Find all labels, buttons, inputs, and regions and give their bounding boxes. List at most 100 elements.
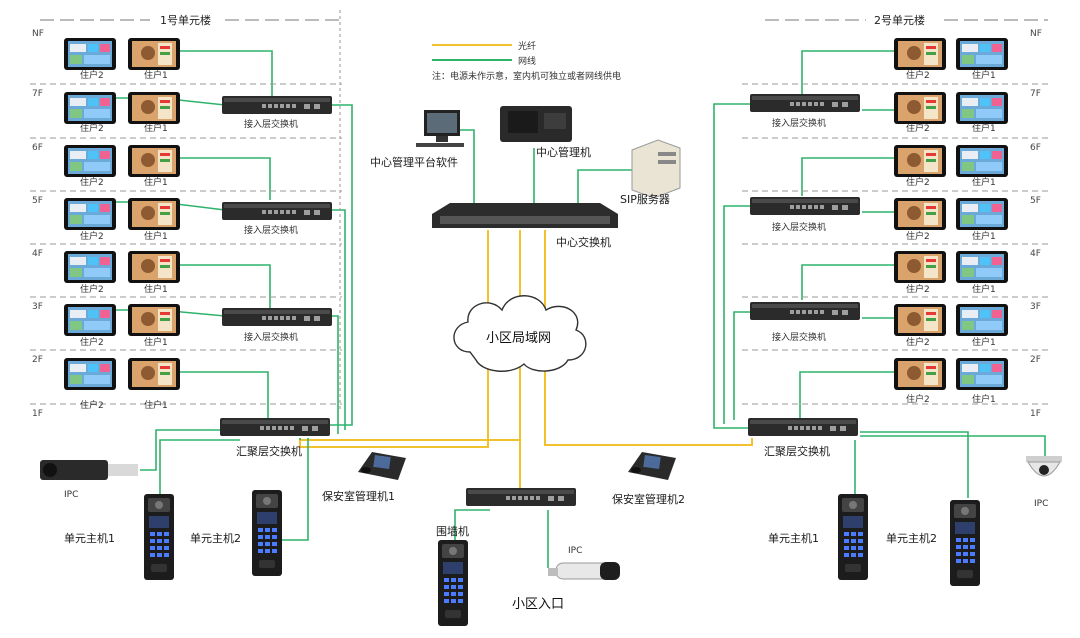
sip-server-icon [631, 139, 681, 199]
resident-label: 住户1 [972, 283, 996, 295]
dome-camera-icon [1026, 456, 1062, 477]
access-switch-label: 接入层交换机 [244, 331, 298, 343]
ipc-camera-icon [40, 460, 138, 480]
access-switch [222, 308, 332, 326]
ipc-label: IPC [64, 490, 78, 500]
indoor-monitor [128, 251, 180, 283]
resident-label: 住户2 [906, 176, 930, 188]
guard-console-1-label: 保安室管理机1 [322, 489, 395, 503]
aggregation-switch-label: 汇聚层交换机 [764, 444, 830, 458]
center-area: 中心管理平台软件 中心管理机 SIP服务器 中心交换机 小区局域网 保安室管理机… [322, 106, 685, 626]
entrance-ipc-label: IPC [568, 546, 582, 556]
lan-label: 小区局域网 [486, 331, 551, 346]
unit-host-1 [144, 494, 174, 580]
floor-label: 6F [32, 143, 43, 153]
center-manager-icon [500, 106, 572, 142]
unit-host-1-label: 单元主机1 [768, 531, 819, 545]
entrance-label: 小区入口 [512, 597, 564, 612]
resident-label: 住户1 [144, 336, 168, 348]
floor-label: 5F [32, 196, 43, 206]
indoor-monitor [956, 251, 1008, 283]
floor-label: 4F [1030, 249, 1041, 259]
indoor-monitor [956, 145, 1008, 177]
indoor-monitor [894, 304, 946, 336]
indoor-monitor [128, 304, 180, 336]
unit-host-2-label: 单元主机2 [190, 531, 241, 545]
ipc-camera-icon [548, 562, 620, 580]
floor-label: 3F [32, 302, 43, 312]
resident-label: 住户1 [972, 393, 996, 405]
resident-label: 住户2 [80, 399, 104, 411]
platform-label: 中心管理平台软件 [370, 155, 458, 169]
indoor-monitor [894, 251, 946, 283]
computer-icon [416, 110, 464, 147]
unit-host-1-label: 单元主机1 [64, 531, 115, 545]
resident-label: 住户1 [144, 283, 168, 295]
legend-note: 注：电源未作示意，室内机可独立或者网线供电 [432, 70, 621, 82]
sip-server-label: SIP服务器 [620, 193, 670, 206]
resident-label: 住户2 [906, 393, 930, 405]
unit-host-1 [838, 494, 868, 580]
resident-label: 住户2 [80, 122, 104, 134]
unit-host-2 [950, 500, 980, 586]
guard-console-2 [628, 452, 676, 480]
resident-label: 住户2 [906, 283, 930, 295]
indoor-monitor [64, 251, 116, 283]
fiber-legend-label: 光纤 [518, 40, 536, 52]
resident-label: 住户2 [906, 122, 930, 134]
resident-label: 住户2 [80, 283, 104, 295]
building-1-title: 1号单元楼 [160, 13, 211, 27]
guard-console-2-label: 保安室管理机2 [612, 492, 685, 506]
resident-label: 住户1 [972, 336, 996, 348]
floor-label: NF [1030, 29, 1042, 39]
indoor-monitor [64, 92, 116, 124]
resident-label: 住户2 [906, 336, 930, 348]
access-switch [222, 96, 332, 114]
core-switch [432, 203, 618, 228]
floor-label: 6F [1030, 143, 1041, 153]
indoor-monitor [128, 38, 180, 70]
unit-host-2-label: 单元主机2 [886, 531, 937, 545]
access-switch-label: 接入层交换机 [244, 118, 298, 130]
resident-label: 住户1 [972, 176, 996, 188]
resident-label: 住户1 [144, 69, 168, 81]
aggregation-switch-label: 汇聚层交换机 [236, 444, 302, 458]
resident-label: 住户2 [80, 336, 104, 348]
center-manager-label: 中心管理机 [536, 145, 591, 159]
indoor-monitor [956, 358, 1008, 390]
indoor-monitor [64, 145, 116, 177]
resident-label: 住户2 [80, 230, 104, 242]
indoor-monitor [956, 304, 1008, 336]
access-switch-label: 接入层交换机 [772, 331, 826, 343]
floor-label: 1F [1030, 409, 1041, 419]
access-switch [750, 302, 860, 320]
aggregation-switch [748, 418, 858, 436]
floor-label: 4F [32, 249, 43, 259]
indoor-monitor [894, 38, 946, 70]
floor-label: 7F [32, 89, 43, 99]
resident-label: 住户2 [80, 69, 104, 81]
indoor-monitor [64, 38, 116, 70]
entrance-switch [466, 488, 576, 506]
access-switch-label: 接入层交换机 [772, 221, 826, 233]
floor-label: 3F [1030, 302, 1041, 312]
floor-label: 2F [1030, 355, 1041, 365]
indoor-monitor [956, 92, 1008, 124]
guard-console-1 [358, 452, 406, 480]
indoor-monitor [956, 38, 1008, 70]
indoor-monitor [64, 198, 116, 230]
indoor-monitor [956, 198, 1008, 230]
lan-cloud-icon [453, 295, 587, 372]
indoor-monitor [894, 145, 946, 177]
resident-label: 住户1 [972, 69, 996, 81]
indoor-monitor [894, 198, 946, 230]
indoor-monitor [64, 304, 116, 336]
indoor-monitor [128, 358, 180, 390]
legend: 光纤 网线 注：电源未作示意，室内机可独立或者网线供电 [432, 40, 621, 82]
access-switch [222, 202, 332, 220]
resident-label: 住户1 [972, 230, 996, 242]
resident-label: 住户2 [80, 176, 104, 188]
access-switch [750, 197, 860, 215]
network-legend-label: 网线 [518, 55, 536, 67]
